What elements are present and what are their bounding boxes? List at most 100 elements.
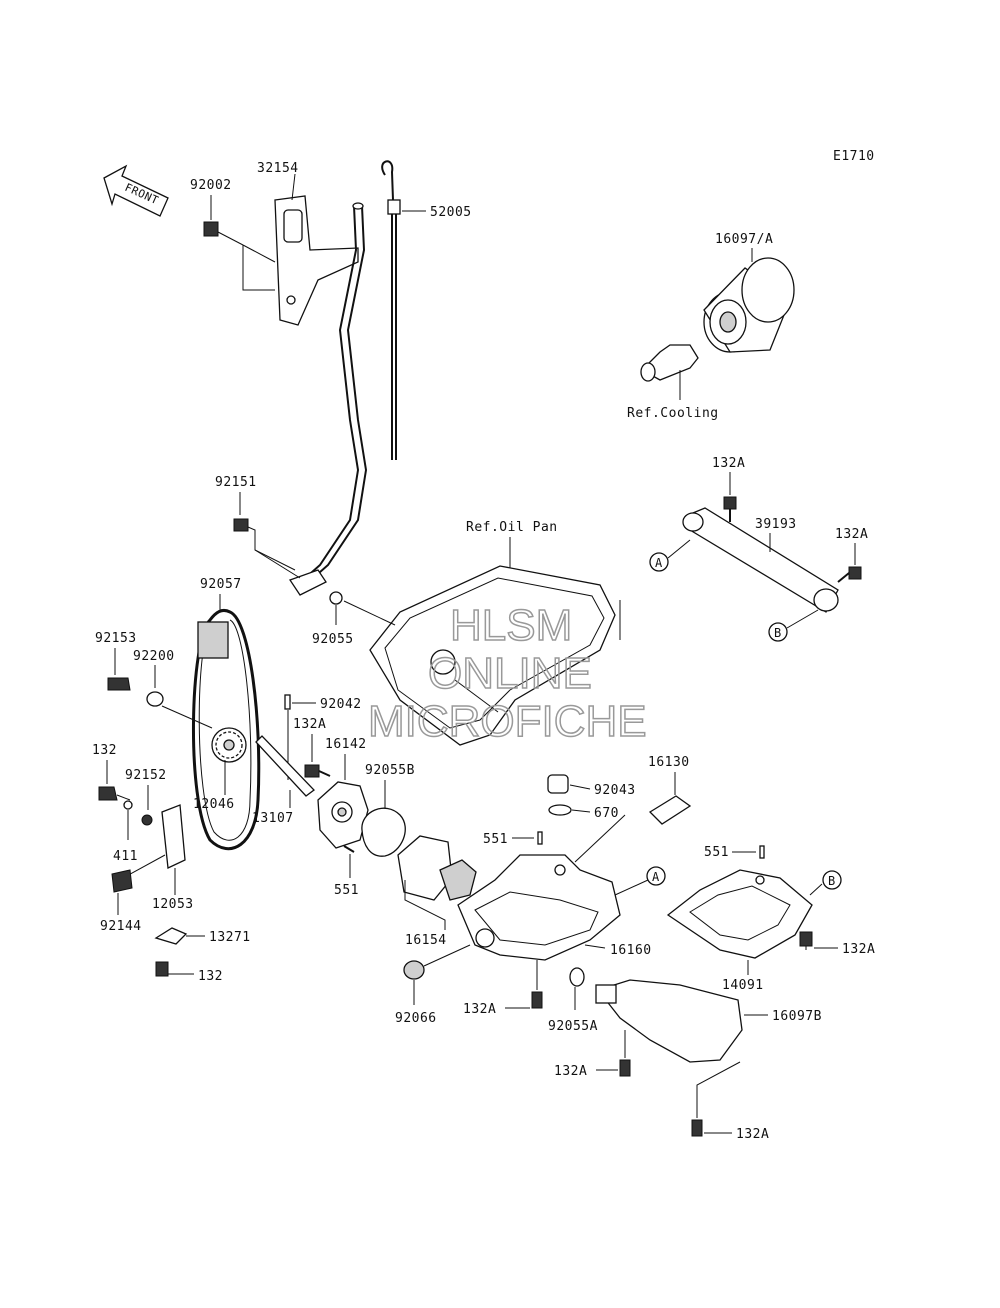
bolt-132-2-icon — [155, 961, 169, 977]
sprocket-12046 — [211, 727, 247, 763]
rotor-16154 — [397, 835, 477, 901]
label-39193[interactable]: 39193 — [755, 517, 797, 532]
bolt-132A-7-icon — [691, 1119, 703, 1137]
label-12053[interactable]: 12053 — [152, 897, 194, 912]
bolt-132A-6-icon — [619, 1059, 631, 1077]
label-92055[interactable]: 92055 — [312, 632, 354, 647]
label-670[interactable]: 670 — [594, 806, 619, 821]
oil-filter-16097A — [703, 257, 795, 353]
label-132-2[interactable]: 132 — [198, 969, 223, 984]
bolt-132-icon — [98, 786, 118, 801]
label-92066[interactable]: 92066 — [395, 1011, 437, 1026]
label-92153[interactable]: 92153 — [95, 631, 137, 646]
label-92042[interactable]: 92042 — [320, 697, 362, 712]
label-32154[interactable]: 32154 — [257, 161, 299, 176]
label-12046[interactable]: 12046 — [193, 797, 235, 812]
cover-14091 — [666, 869, 813, 959]
label-13107[interactable]: 13107 — [252, 811, 294, 826]
oring-92055-icon — [329, 591, 343, 605]
marker-a-1 — [649, 552, 669, 572]
nut-92152-icon — [141, 814, 153, 826]
pipe-39193 — [682, 507, 839, 613]
label-16160[interactable]: 16160 — [610, 943, 652, 958]
bolt-92002-icon — [203, 221, 244, 246]
label-132A-6[interactable]: 132A — [554, 1064, 587, 1079]
label-16097B[interactable]: 16097B — [772, 1009, 822, 1024]
watermark-line-2: ONLINE — [428, 649, 592, 698]
oring-670-icon — [548, 804, 572, 816]
plug-92066-icon — [403, 960, 425, 980]
dipstick-tube — [288, 202, 368, 596]
washer-92200-icon — [146, 691, 164, 707]
label-92151[interactable]: 92151 — [215, 475, 257, 490]
pin-551-2-icon — [537, 831, 543, 845]
bracket-32154 — [274, 195, 359, 326]
spring-92144-icon — [111, 869, 133, 893]
pin-92042-icon — [284, 694, 291, 710]
label-551-3[interactable]: 551 — [704, 845, 729, 860]
label-132A-1[interactable]: 132A — [712, 456, 745, 471]
filter-fitting — [640, 344, 699, 382]
bolt-132A-2-icon — [848, 566, 862, 580]
label-92057[interactable]: 92057 — [200, 577, 242, 592]
label-132A-3[interactable]: 132A — [293, 717, 326, 732]
shaft-13107 — [255, 735, 315, 797]
label-551-1[interactable]: 551 — [334, 883, 359, 898]
label-132A-5[interactable]: 132A — [463, 1002, 496, 1017]
watermark-line-3: MICROFICHE — [368, 697, 647, 746]
label-92043[interactable]: 92043 — [594, 783, 636, 798]
oil-pump-cover-16142 — [317, 781, 369, 849]
chain-92057 — [192, 608, 261, 851]
label-92055A[interactable]: 92055A — [548, 1019, 598, 1034]
label-52005[interactable]: 52005 — [430, 205, 472, 220]
marker-a-2 — [646, 866, 666, 886]
label-92055B[interactable]: 92055B — [365, 763, 415, 778]
collar-92043-icon — [547, 774, 569, 794]
label-16154[interactable]: 16154 — [405, 933, 447, 948]
oil-pump-housing-16160 — [457, 854, 621, 961]
bolt-132A-5-icon — [531, 991, 543, 1009]
bolt-92151-icon — [233, 518, 249, 532]
label-132A-2[interactable]: 132A — [835, 527, 868, 542]
label-551-2[interactable]: 551 — [483, 832, 508, 847]
gasket-92055B-icon — [361, 807, 406, 857]
plate-13271-icon — [154, 927, 188, 945]
label-132A-7[interactable]: 132A — [736, 1127, 769, 1142]
label-132[interactable]: 132 — [92, 743, 117, 758]
label-16130[interactable]: 16130 — [648, 755, 690, 770]
diagram-code: E1710 — [833, 149, 875, 164]
marker-b-1 — [768, 622, 788, 642]
bolt-92153-icon — [107, 677, 131, 691]
marker-b-2 — [822, 870, 842, 890]
watermark: HLSM ONLINE MICROFICHE — [367, 600, 647, 747]
chain-guide-12053 — [161, 804, 186, 869]
relief-valve-16130 — [648, 795, 692, 825]
ref-oil-pan-label[interactable]: Ref.Oil Pan — [466, 520, 558, 535]
label-132A-4[interactable]: 132A — [842, 942, 875, 957]
front-arrow-icon: FRONT — [103, 164, 169, 217]
pin-551-3-icon — [759, 845, 765, 859]
oring-92055A-icon — [569, 967, 585, 987]
watermark-line-1: HLSM — [450, 601, 572, 650]
label-411[interactable]: 411 — [113, 849, 138, 864]
bolt-132A-4-icon — [799, 931, 813, 947]
label-16097A[interactable]: 16097/A — [715, 232, 773, 247]
washer-411-icon — [123, 800, 133, 810]
marker-b-2-text: B — [828, 874, 835, 888]
ref-cooling-label[interactable]: Ref.Cooling — [627, 406, 719, 421]
label-13271[interactable]: 13271 — [209, 930, 251, 945]
oil-pan-outline — [369, 565, 621, 746]
label-92200[interactable]: 92200 — [133, 649, 175, 664]
filter-bracket-16097B — [595, 979, 743, 1063]
marker-b-1-text: B — [774, 626, 781, 640]
label-14091[interactable]: 14091 — [722, 978, 764, 993]
dipstick-52005 — [381, 160, 401, 460]
label-92152[interactable]: 92152 — [125, 768, 167, 783]
bolt-132A-3-icon — [304, 764, 320, 778]
marker-a-2-text: A — [652, 870, 660, 884]
label-16142[interactable]: 16142 — [325, 737, 367, 752]
label-92002[interactable]: 92002 — [190, 178, 232, 193]
bolt-132A-1-icon — [723, 496, 737, 510]
label-92144[interactable]: 92144 — [100, 919, 142, 934]
